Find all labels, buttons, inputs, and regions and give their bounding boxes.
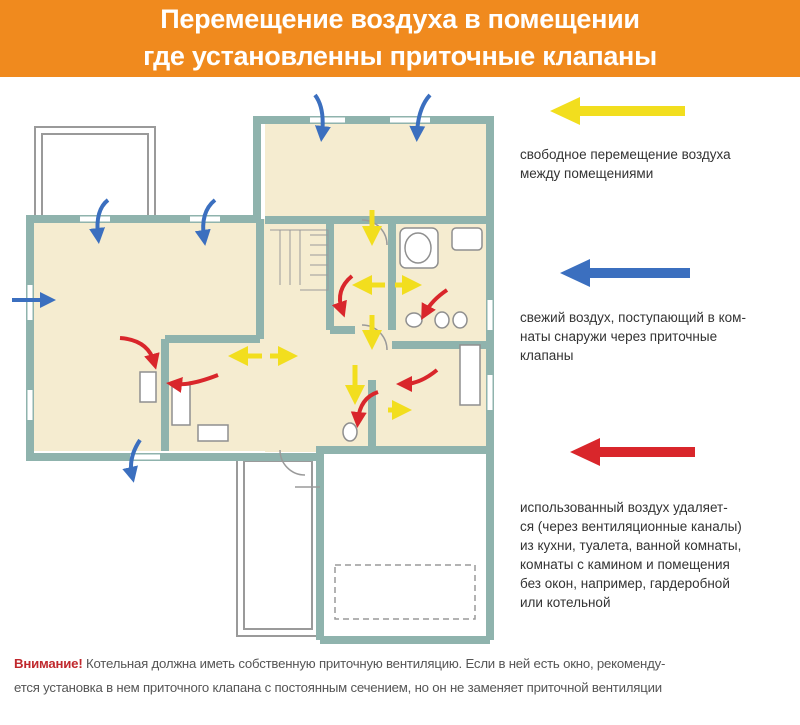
- warning-text-1: Котельная должна иметь собственную прито…: [82, 656, 666, 671]
- blue-arrows: [12, 93, 432, 483]
- staircase: [270, 229, 329, 291]
- floor-plan: [12, 93, 494, 644]
- legend-blue-line: клапаны: [520, 348, 574, 363]
- legend-red-line: из кухни, туалета, ванной комнаты,: [520, 538, 742, 553]
- warning-line-1: Внимание! Котельная должна иметь собстве…: [14, 652, 789, 676]
- legend-yellow: свободное перемещение воздуха между поме…: [520, 145, 731, 183]
- yellow-arrows: [228, 210, 422, 420]
- legend-blue-line: свежий воздух, поступающий в ком-: [520, 310, 746, 325]
- yellow-arrow-icon: [550, 97, 685, 125]
- red-arrow-icon: [570, 438, 695, 466]
- bathroom-fixtures: [139, 227, 483, 442]
- garage-door-outline: [334, 564, 476, 620]
- terrace-outline: [34, 126, 156, 220]
- room-fills: [30, 120, 490, 452]
- legend-red-line: ся (через вентиляционные каналы): [520, 519, 742, 534]
- blue-arrow-icon: [560, 259, 690, 287]
- title-banner: Перемещение воздуха в помещении где уста…: [0, 0, 800, 77]
- walls: [26, 116, 494, 644]
- legend-blue: свежий воздух, поступающий в ком- наты с…: [520, 308, 746, 365]
- legend-red-line: комнаты с камином и помещения: [520, 557, 730, 572]
- legend-red-line: использованный воздух удаляет-: [520, 500, 728, 515]
- legend-yellow-line: свободное перемещение воздуха: [520, 147, 731, 162]
- red-arrows: [119, 274, 449, 428]
- legend-red: использованный воздух удаляет- ся (через…: [520, 498, 742, 612]
- legend-blue-line: наты снаружи через приточные: [520, 329, 718, 344]
- warning-line-2: ется установка в нем приточного клапана …: [14, 680, 662, 695]
- warning-note: Внимание! Котельная должна иметь собстве…: [14, 652, 789, 718]
- legend-red-line: без окон, например, гардеробной: [520, 576, 730, 591]
- title-line-1: Перемещение воздуха в помещении: [160, 4, 640, 34]
- title-line-2: где установленны приточные клапаны: [143, 41, 657, 71]
- warning-label: Внимание!: [14, 656, 83, 671]
- legend-red-line: или котельной: [520, 595, 611, 610]
- legend-yellow-line: между помещениями: [520, 166, 654, 181]
- garage-outline: [236, 453, 320, 637]
